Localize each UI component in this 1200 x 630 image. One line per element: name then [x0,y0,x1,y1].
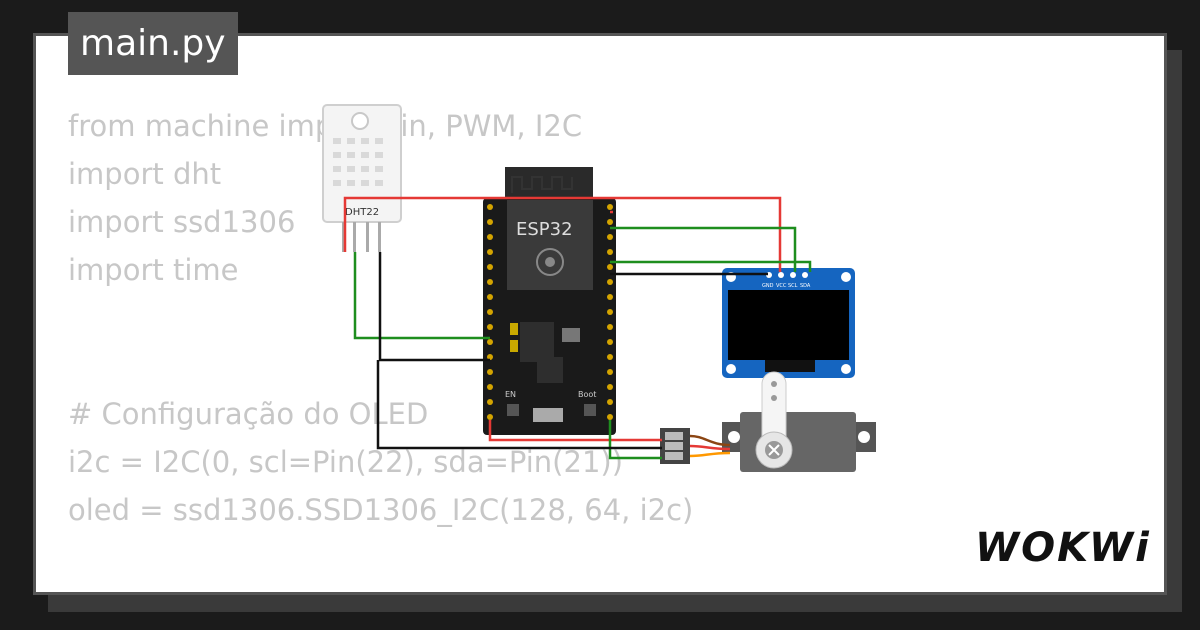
code-line: import time [68,253,239,287]
en-button-label: EN [505,390,516,399]
servo-motor [660,371,876,472]
boot-button-label: Boot [578,390,596,399]
dht22-label: DHT22 [345,207,379,218]
code-line: i2c = I2C(0, scl=Pin(22), sda=Pin(21)) [68,445,624,479]
code-preview: from machine import Pin, PWM, I2C import … [68,102,694,592]
wire-sda [610,260,812,272]
file-name-tab: main.py [68,12,238,75]
code-line: # Controle do servo [68,582,693,592]
wiring [343,196,812,460]
wire-servo-vcc [488,420,662,442]
code-line: oled = ssd1306.SSD1306_I2C(128, 64, i2c) [68,493,694,527]
code-line: import ssd1306 [68,205,296,239]
esp32-board: ESP32 EN Boot [483,167,616,435]
wire-servo-gnd [376,360,662,450]
oled-pin-scl: SCL [788,283,798,289]
wire-servo-signal [608,420,662,460]
wokwi-logo: WOKWi [975,525,1151,571]
oled-pin-gnd: GND [762,283,774,289]
wire-vcc [343,196,782,272]
dht22-sensor: DHT22 [322,104,402,252]
oled-pin-vcc: VCC [776,283,787,289]
esp32-label: ESP32 [516,219,573,240]
code-line: # Configuração do OLED [68,397,429,431]
wire-dht-gnd [378,252,490,362]
oled-display: GND VCC SCL SDA [722,268,855,378]
wire-dht-data [353,252,490,340]
oled-pin-sda: SDA [800,283,811,289]
code-line: import dht [68,157,222,191]
code-line: from machine import Pin, PWM, I2C [68,109,583,143]
wire-scl [610,226,797,272]
